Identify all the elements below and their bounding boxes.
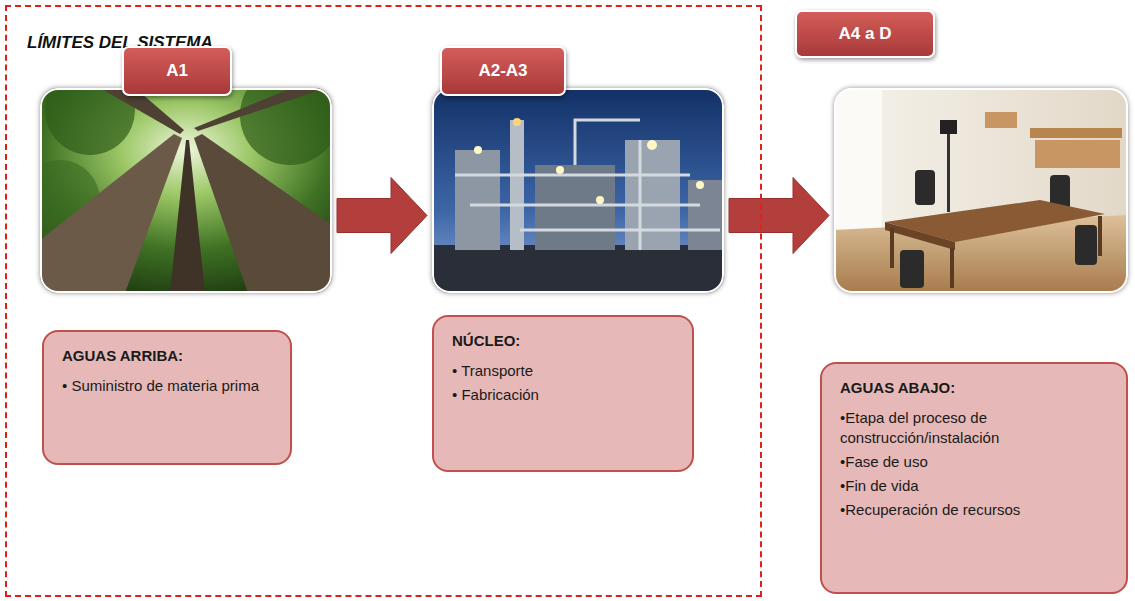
wall-cabinet bbox=[1035, 140, 1120, 168]
plant-tank bbox=[455, 150, 500, 250]
forest-photo bbox=[40, 88, 332, 293]
stage-text: • Suministro de materia prima bbox=[62, 376, 274, 396]
pipes bbox=[455, 120, 720, 250]
stage-description-box: AGUAS ABAJO: •Etapa del proceso de constr… bbox=[820, 362, 1128, 594]
stage-text: AGUAS ARRIBA: bbox=[62, 346, 274, 366]
plant-light bbox=[556, 166, 564, 174]
stage-text: •Fase de uso bbox=[840, 452, 1110, 472]
tree-trunk bbox=[170, 140, 205, 293]
stage-photo-card: A2-A3 bbox=[432, 88, 724, 293]
office-chair bbox=[900, 250, 924, 288]
stage-photo-card: A4 a D bbox=[834, 88, 1128, 293]
stage-text: •Recuperación de recursos bbox=[840, 500, 1110, 520]
plant-building bbox=[535, 165, 615, 250]
office-photo bbox=[834, 88, 1128, 293]
night-sky bbox=[432, 88, 724, 293]
office-wall bbox=[834, 88, 1128, 293]
office-window bbox=[834, 88, 882, 238]
stage-description-box: AGUAS ARRIBA: • Suministro de materia pri… bbox=[42, 330, 292, 465]
table-leg bbox=[890, 228, 894, 268]
table-leg bbox=[1098, 216, 1102, 256]
stage-text: AGUAS ABAJO: bbox=[840, 378, 1110, 398]
office-table bbox=[885, 222, 955, 250]
floor-lamp bbox=[940, 120, 957, 134]
plant-building bbox=[688, 180, 724, 250]
plant-tower bbox=[625, 140, 680, 250]
flow-arrow bbox=[337, 178, 427, 254]
stage-text: • Fabricación bbox=[452, 385, 676, 405]
plant-light bbox=[647, 140, 657, 150]
system-boundary: LÍMITES DEL SISTEMAA1AGUAS ARRIBA:• Sumi… bbox=[5, 5, 762, 597]
stage-text: • Transporte bbox=[452, 361, 676, 381]
stage-tab-label: A4 a D bbox=[795, 10, 935, 58]
office-chair bbox=[915, 170, 935, 205]
stage-text: •Fin de vida bbox=[840, 476, 1110, 496]
plant-light bbox=[513, 118, 521, 126]
plant-light bbox=[696, 181, 704, 189]
flow-arrow bbox=[729, 178, 829, 254]
ground bbox=[432, 245, 724, 293]
factory-photo bbox=[432, 88, 724, 293]
stage-tab-label: A2-A3 bbox=[440, 46, 566, 96]
tree-trunk bbox=[40, 134, 182, 293]
tree-trunk bbox=[194, 134, 332, 293]
stage-description-box: NÚCLEO: • Transporte • Fabricación bbox=[432, 315, 694, 472]
stage-photo-card: A1 bbox=[40, 88, 332, 293]
plant-light bbox=[474, 146, 482, 154]
table-leg bbox=[950, 248, 954, 288]
plant-light bbox=[596, 196, 604, 204]
stage-text: NÚCLEO: bbox=[452, 331, 676, 351]
stage-tab-label: A1 bbox=[122, 46, 232, 96]
wall-shelf bbox=[1030, 128, 1122, 138]
office-chair bbox=[1075, 225, 1097, 265]
stage-text: •Etapa del proceso de construcción/insta… bbox=[840, 408, 1110, 448]
wall-cabinet bbox=[985, 112, 1017, 128]
floor-lamp bbox=[947, 132, 950, 212]
